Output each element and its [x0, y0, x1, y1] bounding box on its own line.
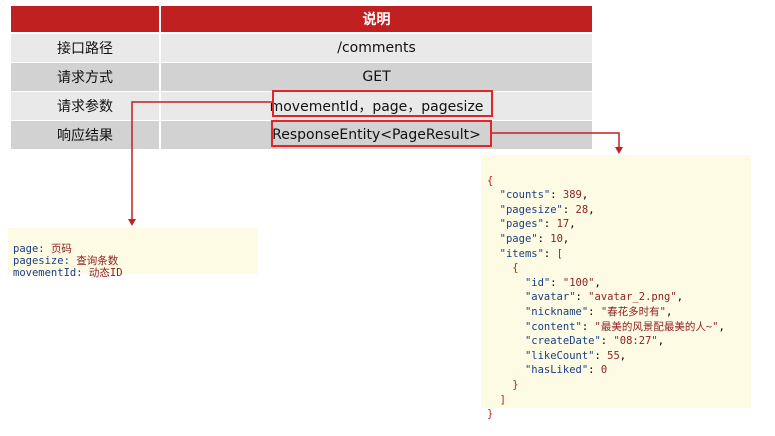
json-value: 17 — [556, 218, 570, 231]
header-description-cell: 说明 — [161, 6, 592, 32]
row-value-path: /comments — [161, 34, 592, 62]
json-key: "page" — [499, 232, 538, 245]
json-key: "avatar" — [524, 291, 576, 304]
response-arrowhead — [615, 147, 623, 154]
json-line: "pages": 17, — [499, 218, 576, 231]
json-key: "createDate" — [524, 335, 601, 348]
json-brace: { — [487, 174, 494, 187]
json-key: "hasLiked" — [524, 364, 589, 377]
param-desc: 查询条数 — [76, 255, 119, 267]
response-highlight-box — [271, 120, 492, 147]
param-key: pagesize: — [13, 255, 70, 267]
json-key: "pagesize" — [499, 203, 563, 216]
json-bracket: [ — [556, 247, 563, 260]
params-arrowhead — [128, 219, 136, 226]
param-key: page: — [13, 243, 45, 255]
json-key: "pages" — [499, 218, 544, 231]
param-line-page: page: 页码 — [13, 243, 258, 255]
json-key: "content" — [524, 320, 582, 333]
json-line: "items": [ — [499, 247, 563, 260]
json-line: ] — [487, 393, 751, 408]
row-label-response: 响应结果 — [11, 121, 159, 149]
json-key: "items" — [499, 247, 544, 260]
row-value-method: GET — [161, 63, 592, 91]
param-desc: 动态ID — [88, 267, 123, 279]
header-left-cell — [11, 6, 159, 32]
json-key: "counts" — [499, 189, 551, 202]
table-row-method: 请求方式 GET — [11, 63, 592, 91]
json-value: "100" — [562, 276, 595, 289]
json-value: 389 — [562, 189, 582, 202]
json-line: "id": "100", — [524, 276, 601, 289]
json-line: { — [487, 261, 751, 276]
json-brace: } — [512, 378, 519, 391]
json-bracket: ] — [499, 393, 506, 406]
json-line: "hasLiked": 0 — [524, 364, 608, 377]
table-header-row: 说明 — [11, 6, 592, 32]
json-line: "counts": 389, — [499, 189, 589, 202]
json-key: "nickname" — [524, 305, 589, 318]
json-key: "id" — [524, 276, 551, 289]
json-value: "春花多时有" — [600, 305, 666, 318]
json-value: 10 — [550, 232, 563, 245]
table-row-path: 接口路径 /comments — [11, 34, 592, 62]
json-line: "createDate": "08:27", — [524, 335, 665, 348]
json-value: "08:27" — [613, 335, 658, 348]
row-label-method: 请求方式 — [11, 63, 159, 91]
row-label-path: 接口路径 — [11, 34, 159, 62]
json-value: 28 — [575, 203, 589, 216]
json-line: "content": "最美的风景配最美的人~", — [524, 320, 725, 333]
json-key: "likeCount" — [524, 349, 595, 362]
json-line: } — [487, 407, 751, 422]
json-line: "page": 10, — [499, 232, 570, 245]
param-line-movementid: movementId: 动态ID — [13, 267, 258, 279]
json-line: } — [487, 378, 751, 393]
param-key: movementId: — [13, 267, 83, 279]
json-line: "likeCount": 55, — [524, 349, 627, 362]
json-line: "pagesize": 28, — [499, 203, 595, 216]
json-line: { — [487, 174, 751, 189]
param-line-pagesize: pagesize: 查询条数 — [13, 255, 258, 267]
json-value: "最美的风景配最美的人~" — [594, 320, 719, 333]
json-line: "avatar": "avatar_2.png", — [524, 291, 684, 304]
json-brace: { — [512, 262, 519, 275]
json-line: "nickname": "春花多时有", — [524, 305, 673, 318]
json-brace: } — [487, 408, 494, 421]
params-highlight-box — [272, 90, 493, 117]
json-value: 0 — [600, 364, 608, 377]
row-label-params: 请求参数 — [11, 92, 159, 120]
param-desc: 页码 — [50, 243, 72, 255]
json-value: 55 — [607, 349, 620, 362]
json-value: "avatar_2.png" — [588, 291, 677, 304]
response-json-panel: { "counts": 389, "pagesize": 28, "pages"… — [481, 155, 751, 420]
